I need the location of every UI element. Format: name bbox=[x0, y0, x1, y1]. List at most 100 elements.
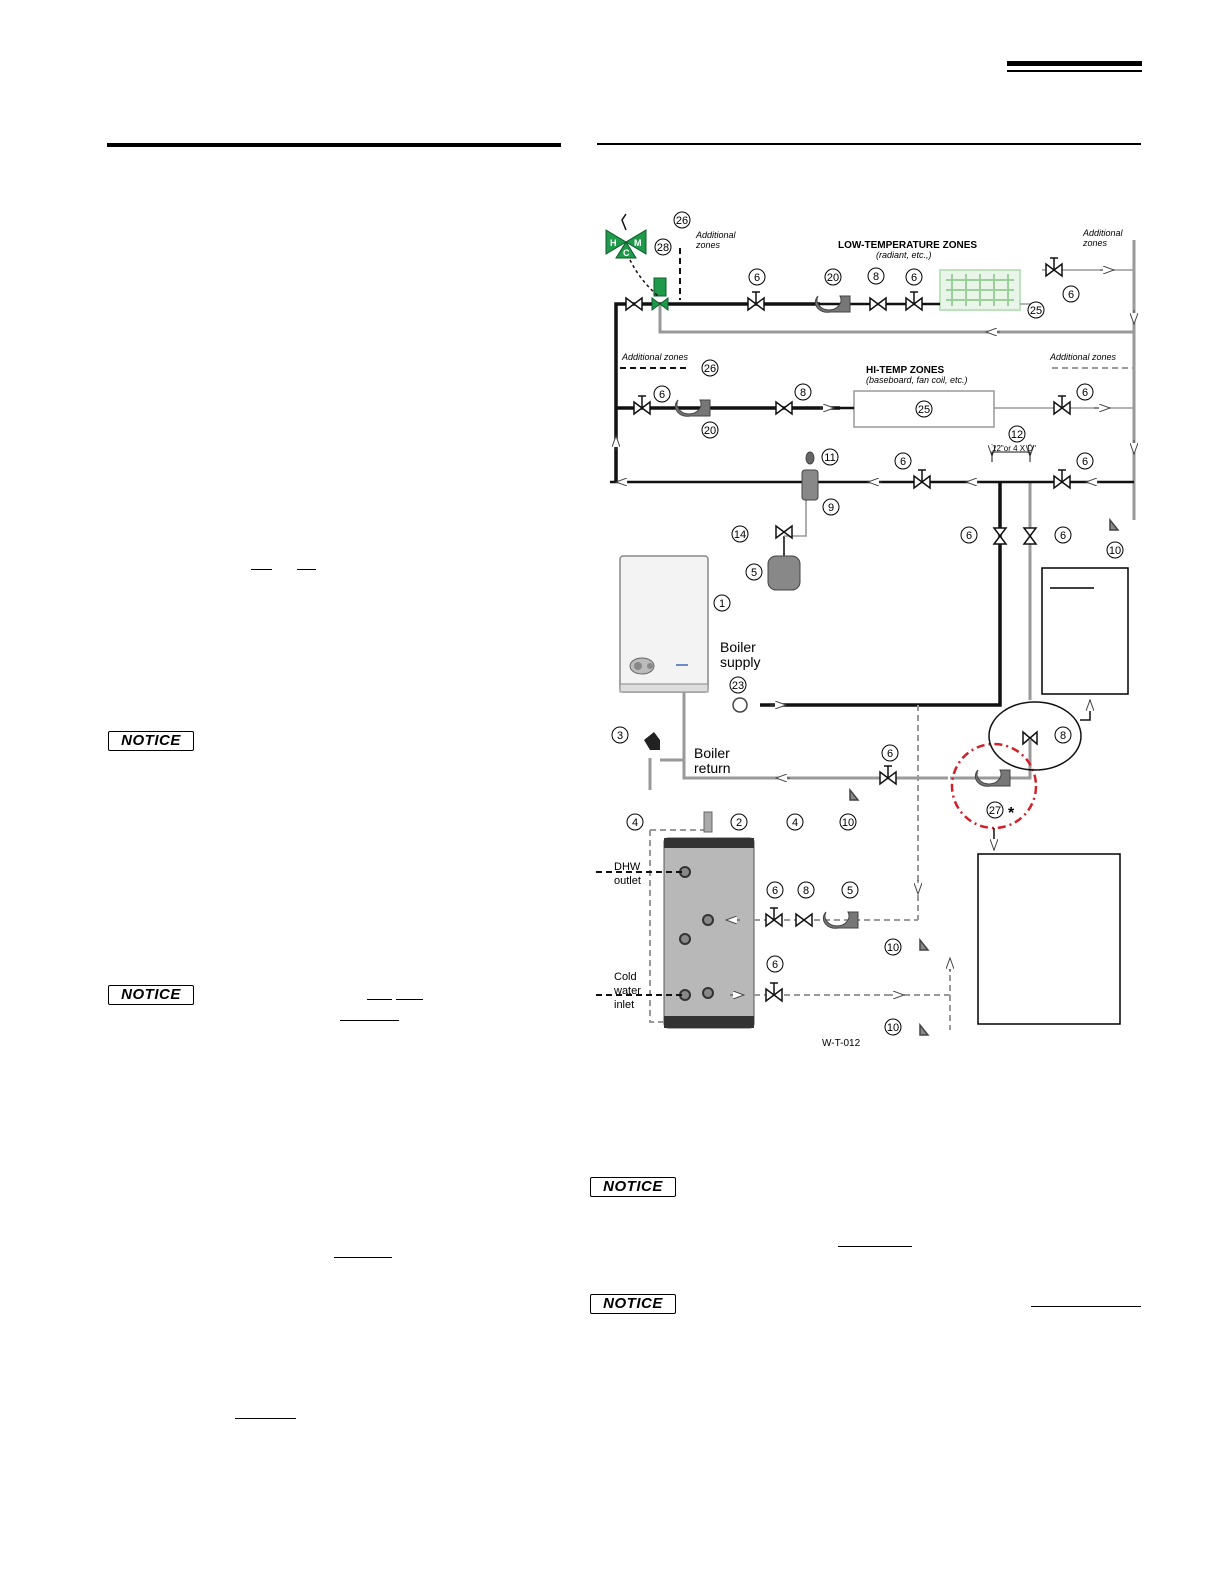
svg-text:14: 14 bbox=[734, 529, 746, 541]
callout-11: 10 bbox=[884, 1018, 902, 1036]
svg-text:23: 23 bbox=[732, 680, 744, 692]
svg-text:6: 6 bbox=[659, 389, 665, 401]
circulator-highlight bbox=[950, 742, 1038, 830]
valve-letter-m: M bbox=[634, 238, 642, 248]
callout-10: 8 bbox=[867, 267, 885, 285]
underline bbox=[334, 1257, 392, 1258]
svg-text:9: 9 bbox=[828, 502, 834, 514]
header-rule-thick bbox=[1007, 61, 1142, 66]
svg-text:10: 10 bbox=[1109, 545, 1121, 557]
svg-text:6: 6 bbox=[772, 959, 778, 971]
callout-6: 6 bbox=[881, 744, 899, 762]
callout-4: 4 bbox=[626, 813, 644, 831]
svg-text:4: 4 bbox=[632, 817, 638, 829]
svg-text:6: 6 bbox=[1068, 289, 1074, 301]
expansion-tank bbox=[767, 536, 801, 591]
svg-text:6: 6 bbox=[900, 456, 906, 468]
svg-text:6: 6 bbox=[772, 885, 778, 897]
notice-badge: NOTICE bbox=[108, 731, 194, 751]
notice-badge: NOTICE bbox=[590, 1294, 676, 1314]
svg-text:8: 8 bbox=[803, 885, 809, 897]
callout-12: 11 bbox=[821, 448, 839, 466]
callout-6: 6 bbox=[1076, 452, 1094, 470]
callout-8: 5 bbox=[745, 563, 763, 581]
hi-temp-zones-subtitle: (baseboard, fan coil, etc.) bbox=[866, 375, 968, 385]
callout-1: 1 bbox=[713, 594, 731, 612]
svg-text:6: 6 bbox=[754, 272, 760, 284]
isolation-valves bbox=[625, 262, 1071, 1003]
temperature-sensor bbox=[732, 697, 748, 713]
low-temp-zones-title: LOW-TEMPERATURE ZONES bbox=[838, 240, 977, 251]
boiler-return-label: return bbox=[694, 760, 731, 776]
spacing-bracket bbox=[991, 451, 1031, 462]
svg-text:6: 6 bbox=[887, 748, 893, 760]
underline bbox=[367, 999, 392, 1000]
underline bbox=[1031, 1306, 1141, 1307]
callout-6: 6 bbox=[1062, 285, 1080, 303]
mixing-valve bbox=[651, 277, 669, 311]
cold-water-inlet-label: water bbox=[613, 985, 641, 997]
underline bbox=[396, 999, 423, 1000]
callout-6: 6 bbox=[766, 955, 784, 973]
callout-6: 6 bbox=[894, 452, 912, 470]
callout-2: 2 bbox=[730, 813, 748, 831]
dhw-piping bbox=[596, 248, 1134, 1030]
callout-3: 3 bbox=[611, 726, 629, 744]
callout-26: 26 bbox=[673, 211, 691, 229]
svg-text:20: 20 bbox=[827, 272, 839, 284]
callout-11: 10 bbox=[839, 813, 857, 831]
radiant-panel bbox=[939, 269, 1021, 311]
svg-text:26: 26 bbox=[704, 363, 716, 375]
additional-zones-label: zones bbox=[695, 240, 721, 250]
callout-6: 6 bbox=[1076, 383, 1094, 401]
boiler bbox=[619, 555, 709, 693]
valve-letter-h: H bbox=[610, 238, 617, 248]
valve-letter-c: C bbox=[623, 248, 630, 258]
svg-text:8: 8 bbox=[1060, 730, 1066, 742]
secondary-lines bbox=[610, 269, 1134, 780]
svg-text:10: 10 bbox=[842, 817, 854, 829]
boiler-supply-label: Boiler bbox=[720, 639, 756, 655]
svg-text:1: 1 bbox=[719, 598, 725, 610]
callout-10: 8 bbox=[1054, 726, 1072, 744]
mixing-valve-symbol: H M C bbox=[605, 213, 659, 297]
left-column-rule bbox=[107, 143, 561, 147]
svg-text:27: 27 bbox=[989, 805, 1001, 817]
header-rule-thin bbox=[1007, 70, 1142, 72]
additional-zones-label: zones bbox=[1082, 238, 1108, 248]
underline bbox=[838, 1246, 912, 1247]
additional-zones-label: Additional zones bbox=[1049, 352, 1117, 362]
callout-5: 5 bbox=[841, 881, 859, 899]
svg-text:4: 4 bbox=[792, 817, 798, 829]
dhw-outlet-label: DHW bbox=[614, 861, 641, 873]
callout-6: 6 bbox=[905, 268, 923, 286]
asterisk-mark: * bbox=[1008, 805, 1015, 822]
callout-4: 4 bbox=[786, 813, 804, 831]
dhw-outlet-label: outlet bbox=[614, 875, 641, 887]
svg-text:8: 8 bbox=[800, 387, 806, 399]
hi-temp-zones-title: HI-TEMP ZONES bbox=[866, 365, 944, 376]
dhw-relief-valve bbox=[703, 811, 713, 833]
circulator-pumps bbox=[674, 295, 1011, 929]
low-temp-zones-subtitle: (radiant, etc.,) bbox=[876, 250, 932, 260]
boiler-return-label: Boiler bbox=[694, 745, 730, 761]
svg-text:28: 28 bbox=[657, 242, 669, 254]
cold-water-inlet-label: Cold bbox=[614, 971, 637, 983]
svg-text:10: 10 bbox=[887, 942, 899, 954]
notice-badge: NOTICE bbox=[590, 1177, 676, 1197]
svg-text:26: 26 bbox=[676, 215, 688, 227]
svg-text:3: 3 bbox=[617, 730, 623, 742]
additional-zones-label: Additional bbox=[1082, 228, 1124, 238]
svg-text:8: 8 bbox=[873, 271, 879, 283]
air-separator bbox=[801, 451, 819, 501]
callout-6: 6 bbox=[1054, 526, 1072, 544]
spacing-label: 12"or 4 X D" bbox=[992, 444, 1036, 453]
svg-text:5: 5 bbox=[751, 567, 757, 579]
info-box-upper bbox=[1041, 567, 1129, 695]
notice-badge: NOTICE bbox=[108, 985, 194, 1005]
additional-zones-label: Additional zones bbox=[621, 352, 689, 362]
boiler-supply-label: supply bbox=[720, 654, 760, 670]
callout-25: 25 bbox=[915, 400, 933, 418]
svg-text:6: 6 bbox=[1082, 456, 1088, 468]
callout-6: 6 bbox=[766, 881, 784, 899]
